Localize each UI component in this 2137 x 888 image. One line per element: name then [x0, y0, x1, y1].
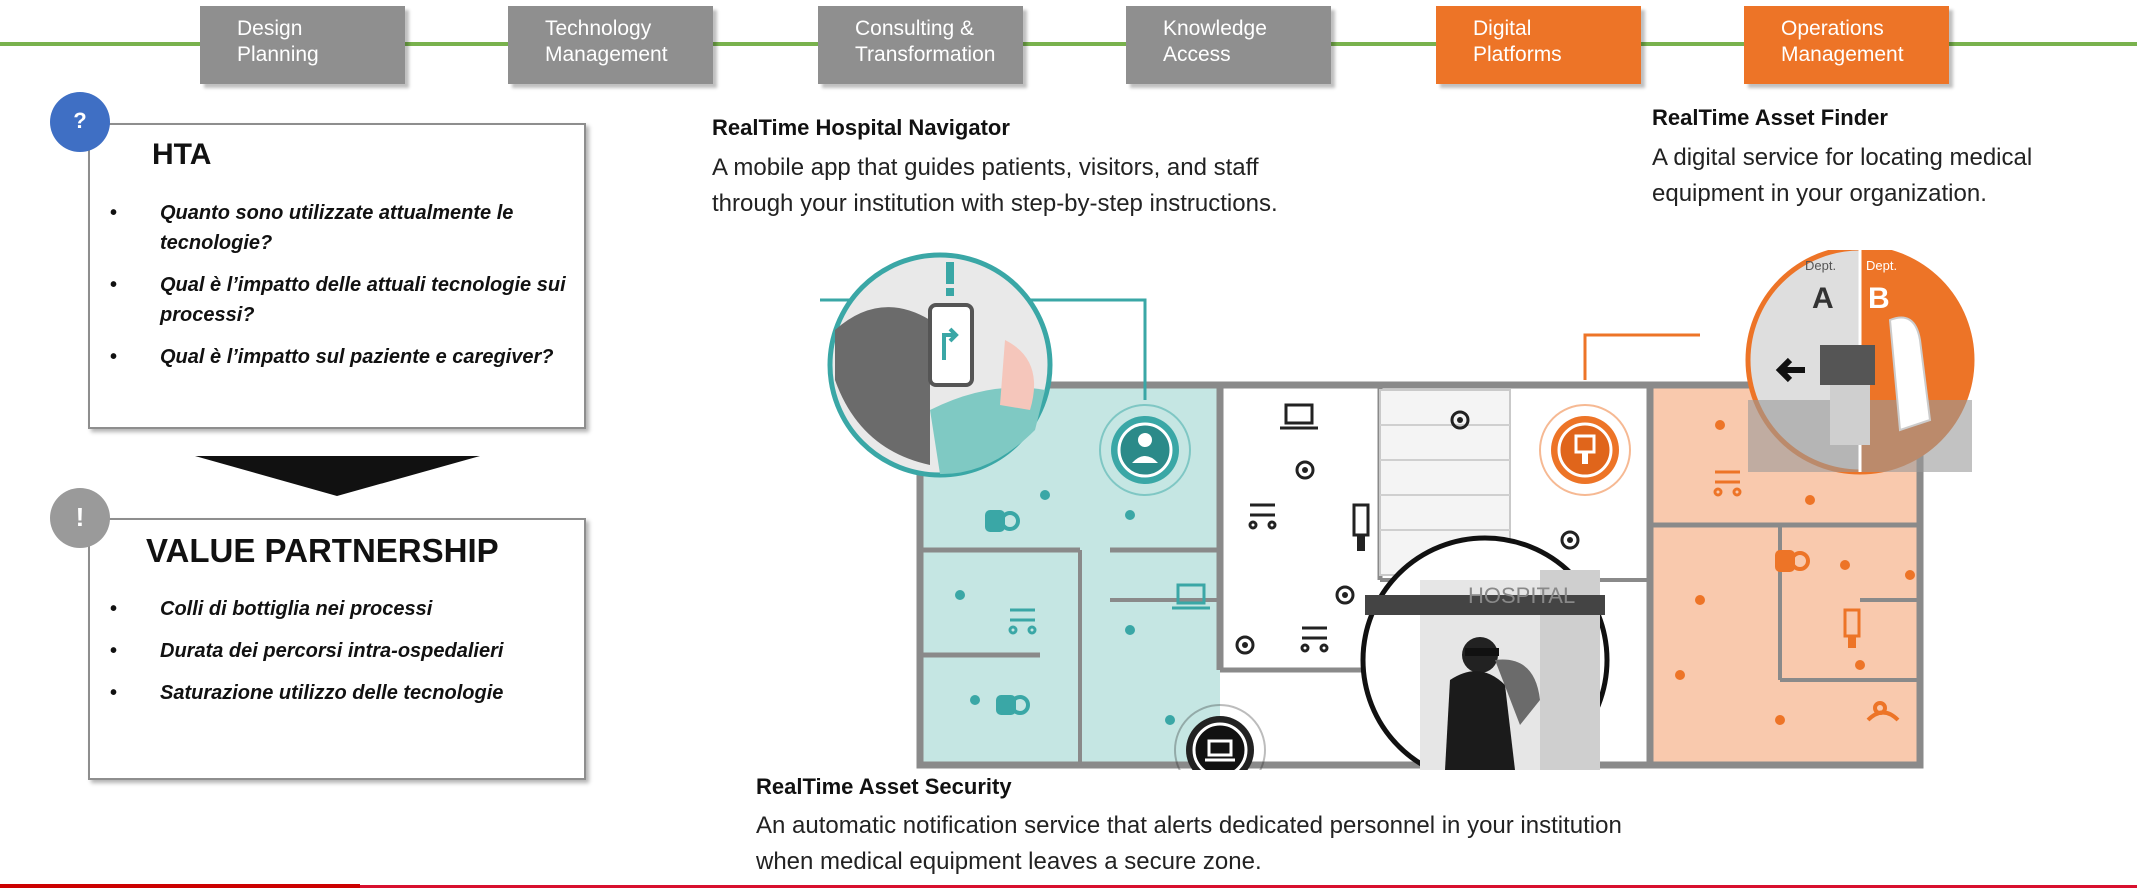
bed-icon	[1713, 470, 1742, 497]
nav-step-line2: Access	[1163, 43, 1231, 66]
pump-icon	[1352, 503, 1370, 551]
value-title: VALUE PARTNERSHIP	[146, 532, 499, 569]
security-zoom-circle: HOSPITAL	[1360, 535, 1610, 770]
bottom-bar-accent	[0, 884, 360, 888]
security-desc-1: An automatic notification service that a…	[756, 812, 1622, 839]
nav-step-line2: Management	[1781, 43, 1904, 66]
camera-icon	[985, 510, 1020, 532]
microscope-icon	[1866, 701, 1900, 722]
list-item: Durata dei percorsi intra-ospedalieri	[110, 636, 580, 666]
list-item: Qual è l’impatto delle attuali tecnologi…	[110, 270, 580, 330]
nav-step-knowledge-access[interactable]: Knowledge Access	[1126, 6, 1331, 84]
nav-step-line2: Transformation	[855, 43, 996, 66]
navigator-title: RealTime Hospital Navigator	[712, 115, 1010, 140]
down-arrow	[195, 456, 480, 496]
camera-icon	[1775, 550, 1810, 572]
question-icon: ?	[50, 92, 110, 152]
pump-icon	[1539, 404, 1631, 496]
bottom-bar	[0, 885, 2137, 888]
nav-step-line1: Technology	[545, 17, 652, 40]
dept-a-letter: A	[1812, 282, 1834, 315]
finder-desc-1: A digital service for locating medical	[1652, 144, 2033, 171]
navigator-zoom-circle	[827, 252, 1053, 478]
dept-b-label: Dept.	[1866, 258, 1897, 273]
value-list: Colli di bottiglia nei processi Durata d…	[110, 594, 580, 720]
hta-list: Quanto sono utilizzate attualmente le te…	[110, 198, 580, 384]
finder-title: RealTime Asset Finder	[1652, 105, 1888, 130]
camera-icon	[996, 695, 1030, 715]
nav-step-line1: Design	[237, 17, 303, 40]
nav-step-line2: Platforms	[1473, 43, 1562, 66]
dept-a-label: Dept.	[1805, 258, 1836, 273]
nav-step-line2: Planning	[237, 43, 319, 66]
nav-step-line2: Management	[545, 43, 668, 66]
finder-zoom-circle: Dept. A Dept. B	[1745, 250, 1975, 475]
dept-b-letter: B	[1868, 282, 1890, 315]
person-icon	[1099, 404, 1191, 496]
nav-step-operations-management[interactable]: Operations Management	[1744, 6, 1949, 84]
nav-step-consulting-transformation[interactable]: Consulting & Transformation	[818, 6, 1023, 84]
exclamation-icon: !	[50, 488, 110, 548]
bed-icon	[1300, 626, 1329, 653]
pump-icon	[1843, 608, 1861, 648]
nav-step-technology-management[interactable]: Technology Management	[508, 6, 713, 84]
nav-step-line1: Operations	[1781, 17, 1884, 40]
orange-dots	[1675, 420, 1915, 725]
list-item: Colli di bottiglia nei processi	[110, 594, 580, 624]
security-desc-2: when medical equipment leaves a secure z…	[756, 848, 1262, 875]
nav-step-line1: Digital	[1473, 17, 1532, 40]
navigator-desc-1: A mobile app that guides patients, visit…	[712, 154, 1259, 181]
nav-step-line1: Consulting &	[855, 17, 975, 40]
security-title: RealTime Asset Security	[756, 774, 1012, 799]
laptop-icon	[1172, 583, 1210, 610]
bed-icon	[1248, 503, 1277, 530]
list-item: Qual è l’impatto sul paziente e caregive…	[110, 342, 580, 372]
bed-icon	[1008, 608, 1037, 635]
teal-dots	[955, 490, 1175, 725]
arrow-left-icon	[1775, 357, 1805, 383]
nav-line	[0, 42, 2137, 46]
nav-step-digital-platforms[interactable]: Digital Platforms	[1436, 6, 1641, 84]
floor-plan: Dept. A Dept. B HOSPITAL	[820, 250, 1975, 770]
beacons	[1235, 410, 1580, 655]
navigator-desc-2: through your institution with step-by-st…	[712, 190, 1278, 217]
list-item: Saturazione utilizzo delle tecnologie	[110, 678, 580, 708]
nav-step-design-planning[interactable]: Design Planning	[200, 6, 405, 84]
laptop-icon	[1280, 403, 1318, 430]
list-item: Quanto sono utilizzate attualmente le te…	[110, 198, 580, 258]
nav-step-line1: Knowledge	[1163, 17, 1267, 40]
laptop-icon	[1174, 704, 1266, 770]
finder-desc-2: equipment in your organization.	[1652, 180, 1987, 207]
hta-title: HTA	[152, 138, 212, 171]
hospital-sign: HOSPITAL	[1468, 583, 1575, 608]
